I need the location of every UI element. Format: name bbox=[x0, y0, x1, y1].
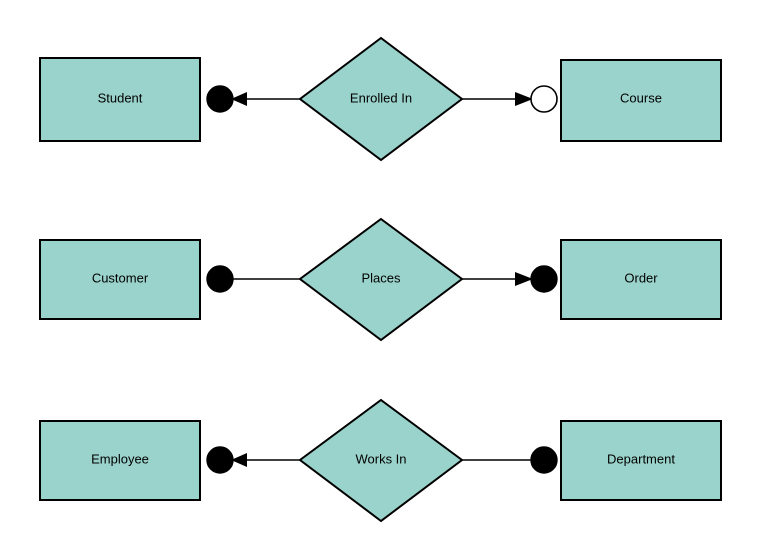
relationship-diamond-places[interactable] bbox=[298, 217, 464, 342]
entity-label-course: Course bbox=[620, 90, 662, 105]
cardinality-dot-filled-student[interactable] bbox=[206, 85, 234, 113]
relationship-diamond-enrolled-in[interactable] bbox=[298, 36, 464, 162]
relationship-row-3: Employee Department Works In bbox=[39, 398, 722, 523]
entity-label-order: Order bbox=[624, 270, 658, 285]
entity-box-department[interactable] bbox=[560, 420, 722, 501]
relationship-label-places: Places bbox=[361, 270, 401, 285]
entity-box-order[interactable] bbox=[560, 239, 722, 320]
entity-box-course[interactable] bbox=[560, 59, 722, 142]
cardinality-dot-filled-department[interactable] bbox=[530, 446, 558, 474]
cardinality-dot-hollow-course[interactable] bbox=[530, 85, 558, 113]
relationship-label-works-in: Works In bbox=[355, 451, 406, 466]
relationship-row-1: Student Course Enrolled In bbox=[39, 36, 722, 162]
arrow-left-icon-1 bbox=[231, 92, 247, 106]
relationship-label-enrolled-in: Enrolled In bbox=[350, 90, 412, 105]
arrow-right-icon-2 bbox=[515, 272, 533, 286]
entity-box-student[interactable] bbox=[39, 57, 201, 142]
cardinality-dot-filled-customer[interactable] bbox=[206, 265, 234, 293]
entity-label-employee: Employee bbox=[91, 451, 149, 466]
entity-label-student: Student bbox=[98, 90, 143, 105]
cardinality-dot-filled-employee[interactable] bbox=[206, 446, 234, 474]
entity-box-employee[interactable] bbox=[39, 420, 201, 501]
entity-label-customer: Customer bbox=[92, 270, 149, 285]
entity-box-customer[interactable] bbox=[39, 239, 201, 320]
entity-label-department: Department bbox=[607, 451, 675, 466]
arrow-right-icon-1 bbox=[515, 92, 533, 106]
relationship-row-2: Customer Order Places bbox=[39, 217, 722, 342]
arrow-left-icon-3 bbox=[231, 453, 247, 467]
relationship-diamond-works-in[interactable] bbox=[298, 398, 464, 523]
cardinality-dot-filled-order[interactable] bbox=[530, 265, 558, 293]
